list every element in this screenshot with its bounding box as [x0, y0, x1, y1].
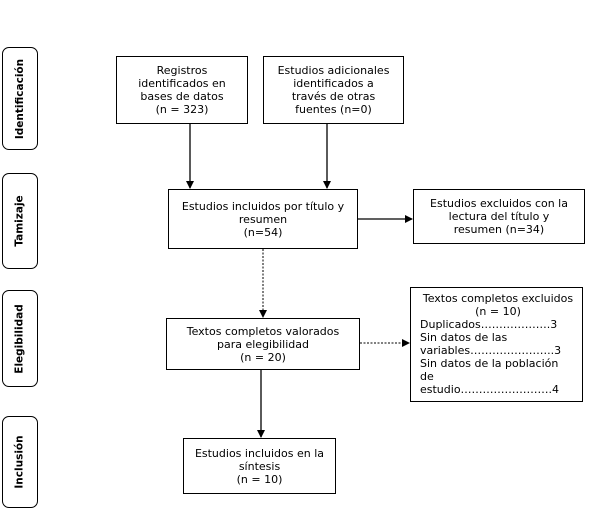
exclusion-reason: variables…………………..3 — [420, 344, 562, 357]
box-line: Estudios excluidos con la — [430, 197, 568, 210]
stage-screening: Tamizaje — [2, 173, 38, 269]
box-line: resumen (n=34) — [453, 223, 545, 236]
box-heading-line: (n = 10) — [475, 305, 521, 318]
box-line: Registros — [156, 64, 208, 77]
exclusion-reason: Sin datos de la población — [420, 357, 559, 370]
box-line: fuentes (n=0) — [295, 103, 372, 116]
stage-identification: Identificación — [2, 47, 38, 150]
exclusion-reason: de estudio…………………….4 — [420, 370, 560, 396]
box-line: identificados en — [138, 77, 226, 90]
box-line: resumen — [238, 212, 288, 226]
box-line: (n = 10) — [236, 472, 283, 486]
stage-inclusion: Inclusión — [2, 416, 38, 508]
included-by-title-box: Estudios incluidos por título y resumen … — [168, 189, 358, 249]
box-line: través de otras — [291, 90, 376, 103]
box-line: para elegibilidad — [217, 337, 309, 351]
box-line: Estudios adicionales — [277, 64, 390, 77]
box-line: Estudios incluidos en la — [194, 446, 325, 460]
box-line: lectura del título y — [448, 210, 550, 223]
stage-eligibility: Elegibilidad — [2, 290, 38, 387]
exclusion-reason: Duplicados……………….3 — [420, 318, 558, 331]
box-line: (n = 323) — [155, 103, 209, 116]
box-line: (n=54) — [243, 225, 283, 239]
box-heading-line: Textos completos excluidos — [422, 292, 574, 305]
box-line: identificados a — [293, 77, 374, 90]
box-line: (n = 20) — [240, 350, 286, 364]
synthesis-box: Estudios incluidos en la síntesis (n = 1… — [183, 438, 336, 494]
box-line: bases de datos — [140, 90, 224, 103]
additional-sources-box: Estudios adicionales identificados a tra… — [263, 56, 404, 124]
box-line: Textos completos valorados — [186, 324, 340, 338]
records-database-box: Registros identificados en bases de dato… — [116, 56, 248, 124]
box-line: síntesis — [238, 459, 281, 473]
excluded-by-title-box: Estudios excluidos con la lectura del tí… — [413, 189, 585, 244]
fulltext-assessed-box: Textos completos valorados para elegibil… — [166, 318, 360, 370]
exclusion-reason: Sin datos de las — [420, 331, 508, 344]
box-line: Estudios incluidos por título y — [181, 199, 345, 213]
fulltext-excluded-box: Textos completos excluidos (n = 10) Dupl… — [410, 287, 583, 402]
